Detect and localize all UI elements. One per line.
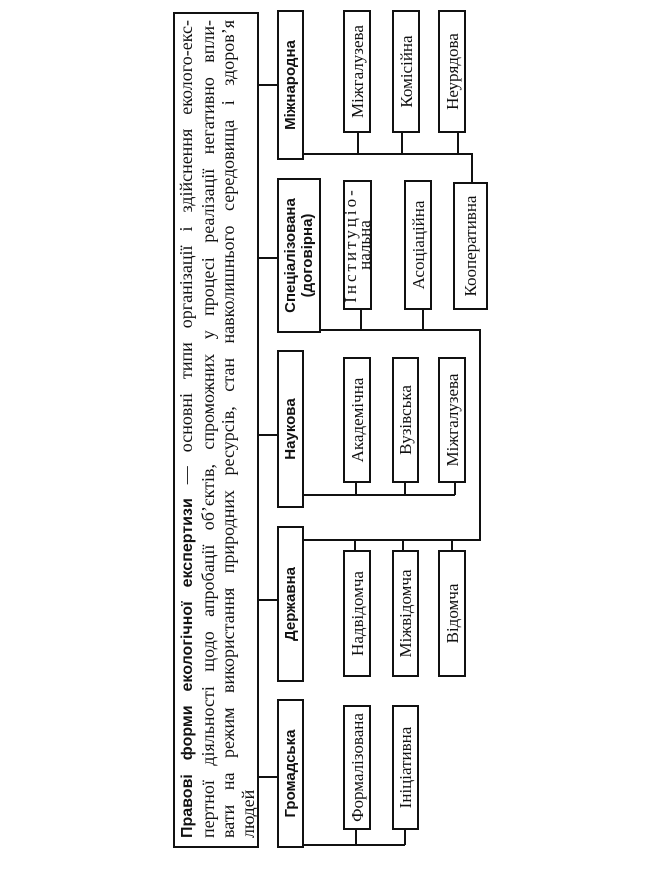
subform: Неурядова [438,10,466,133]
definition-line: вати на режим використання природних рес… [218,20,238,838]
form-specialized: Спеціалізована (договірна) [277,178,321,333]
subform: Ініціативна [392,705,419,830]
form-public: Громадська [277,699,304,848]
subform: Комісійна [392,10,420,133]
subform: Формалізована [343,705,371,830]
form-scientific: Наукова [277,350,304,508]
subform: Надвідомча [343,550,371,677]
subform: Відомча [438,550,466,677]
definition-line: пертної діяльності щодо апробації об’єкт… [198,20,218,838]
subform: Вузівська [392,357,419,483]
subform: Інституціо- нальна [341,180,374,310]
form-state: Державна [277,526,304,682]
subform: Кооперативна [453,182,488,310]
subform: Академічна [343,357,371,483]
definition-line: — основні типи організації і здійснення … [176,20,196,499]
subform: Асоціаційна [404,180,432,310]
subform: Міжгалузева [343,10,371,133]
definition-box: Правові форми екологічної експертизи — о… [173,12,259,848]
subform: Міжгалузева [438,357,466,483]
subform: Міжвідомча [392,550,419,677]
connector [303,153,473,182]
form-specialized-label: Спеціалізована [282,198,299,313]
form-specialized-sublabel: (договірна) [299,213,316,298]
form-international: Міжнародна [277,10,304,160]
subform-line: нальна [354,220,374,270]
connector [303,329,481,541]
definition-term: Правові форми екологічної експертизи [179,498,196,838]
definition-line: людей [238,789,258,838]
